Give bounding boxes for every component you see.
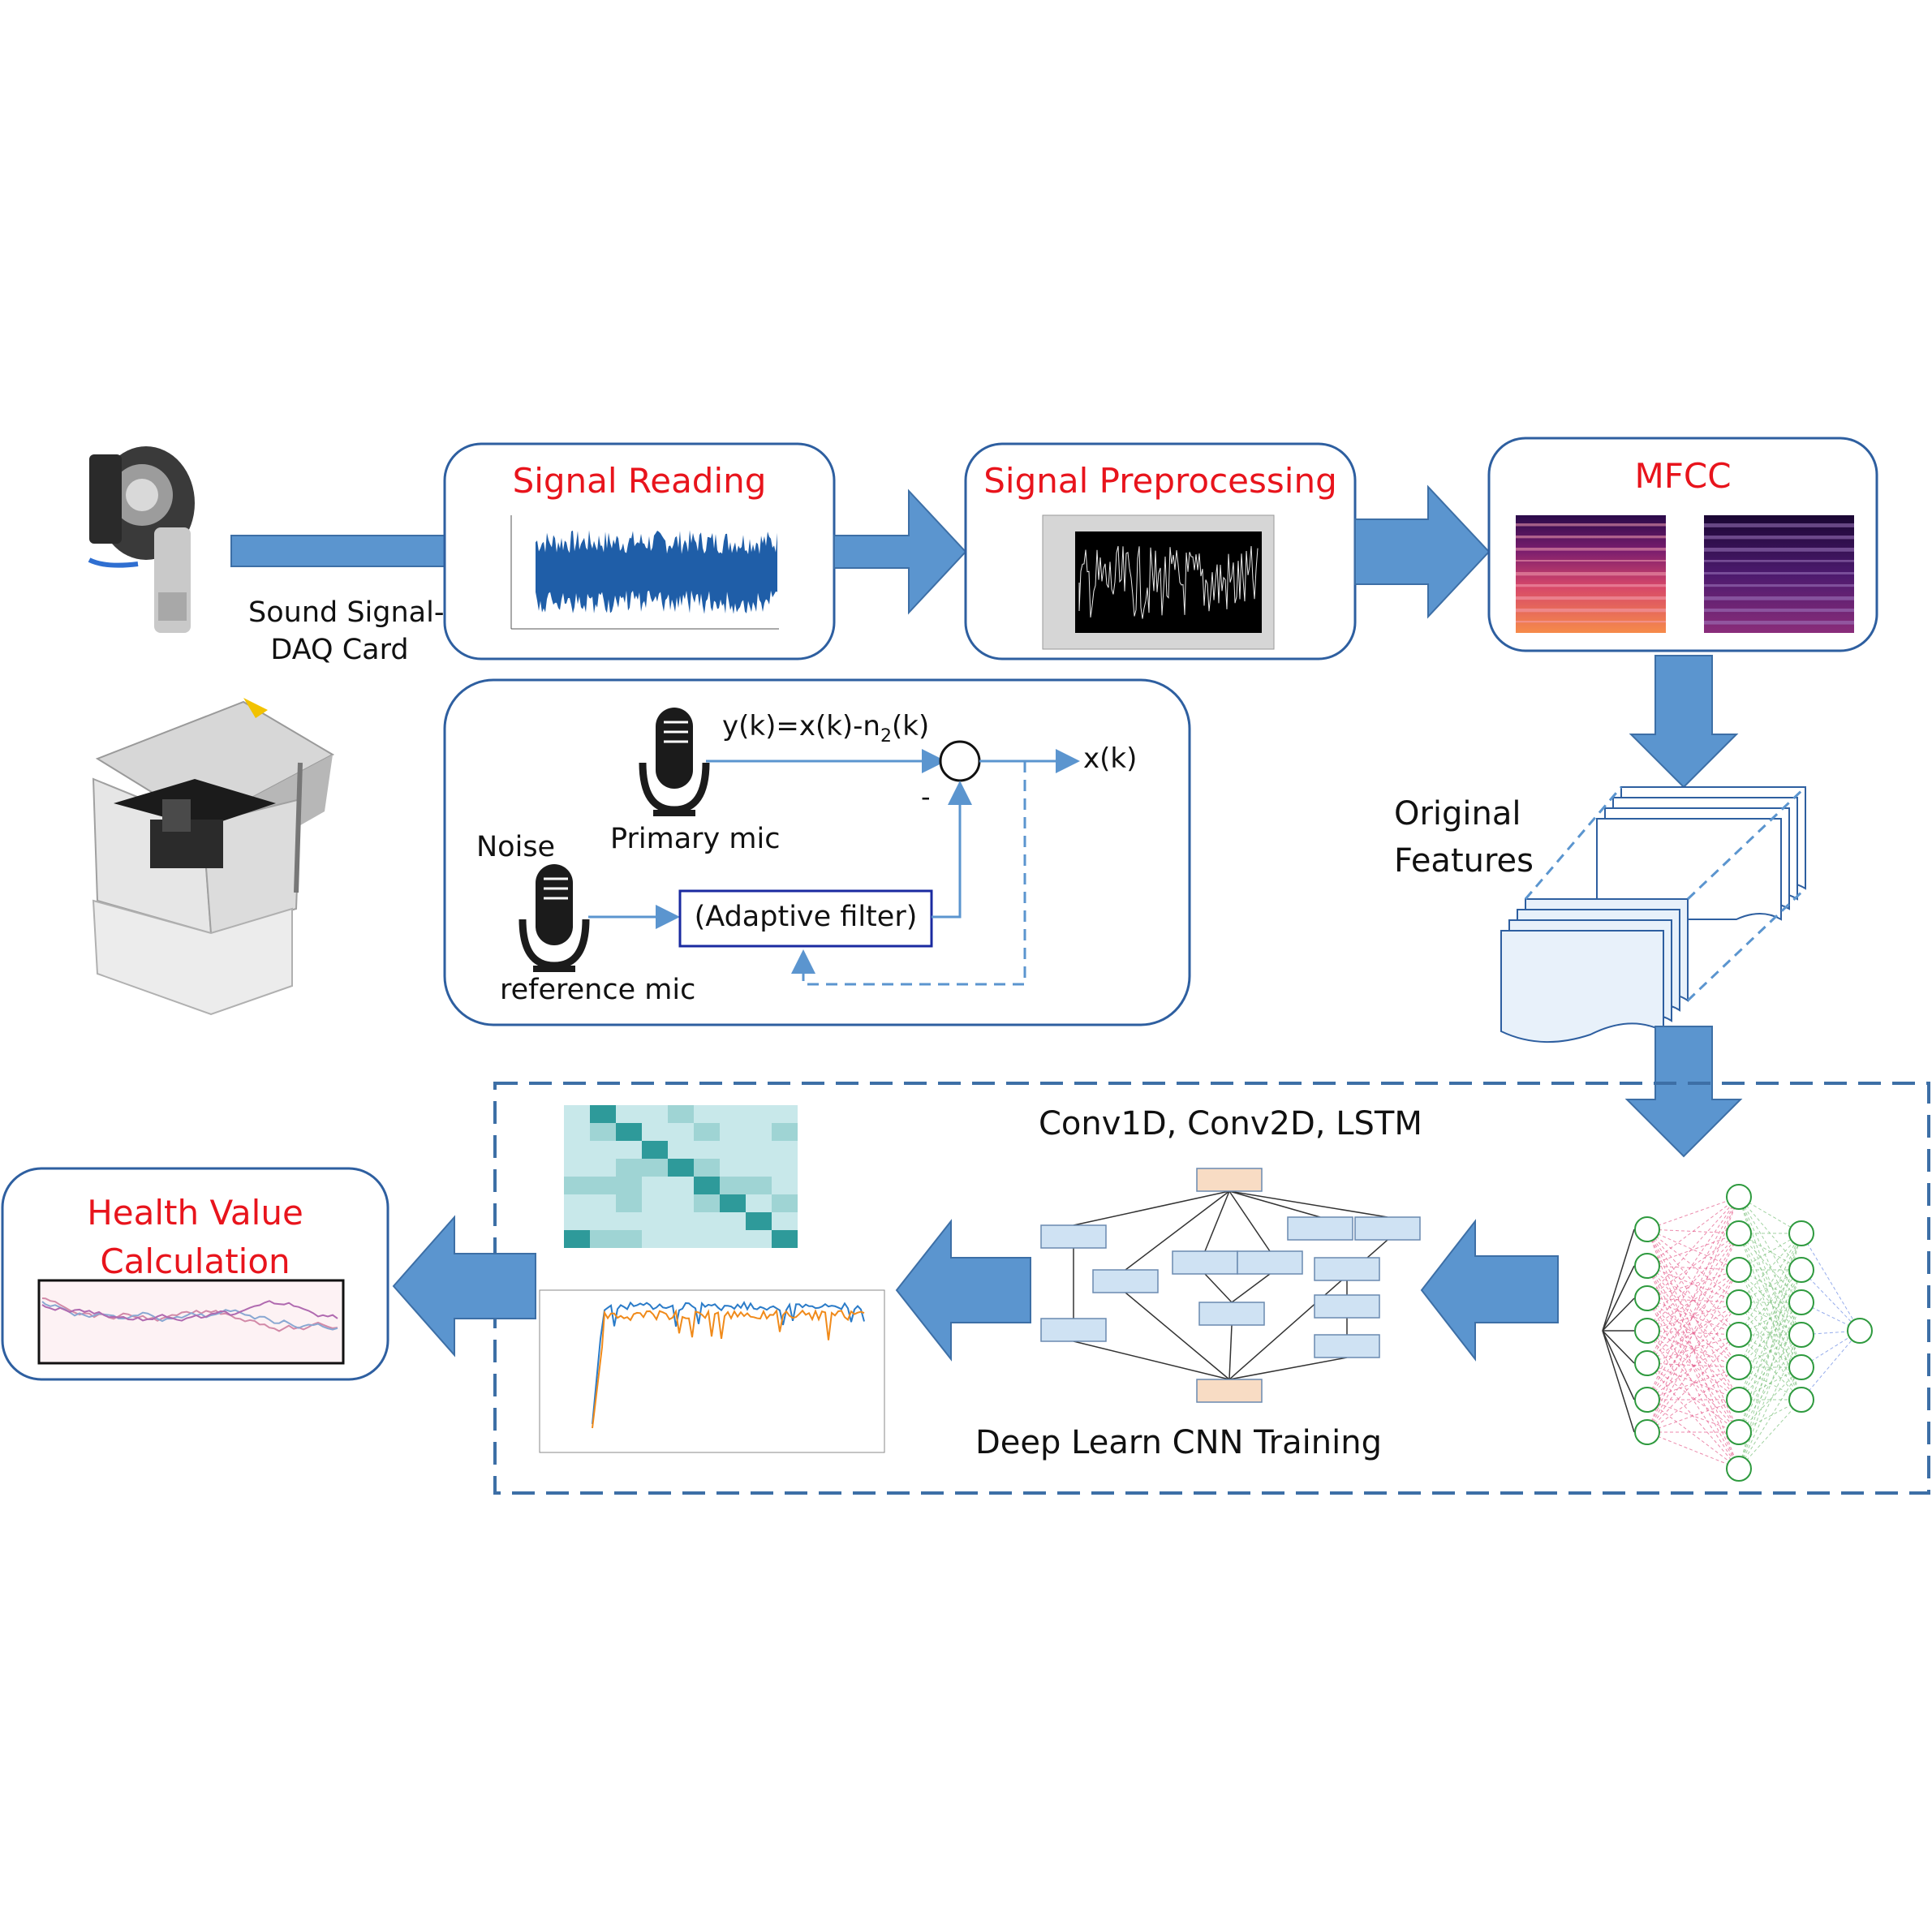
output-label: x(k): [1083, 742, 1138, 775]
noise-label: Noise: [476, 831, 556, 863]
arrow-nn-to-inception: [1420, 1219, 1559, 1362]
summing-junction: [939, 740, 981, 782]
test-rig-photo: [92, 698, 335, 1016]
arrow-source-to-reading: [230, 535, 447, 567]
equation-label: y(k)=x(k)-n2(k): [722, 710, 930, 747]
neural-network-diagram: [1602, 1184, 1873, 1482]
health-chart: [37, 1279, 345, 1365]
arrow-reading-to-preprocessing: [833, 488, 967, 615]
reference-mic-label: reference mic: [500, 974, 696, 1006]
training-caption: Deep Learn CNN Training: [975, 1424, 1382, 1461]
models-label: Conv1D, Conv2D, LSTM: [1039, 1105, 1422, 1142]
source-label: Sound Signal- DAQ Card: [248, 596, 445, 666]
adaptive-filter-box: [678, 889, 933, 948]
arrow-mfcc-to-features: [1629, 655, 1739, 789]
reference-mic-icon: [518, 864, 590, 972]
health-value-title: Health Value Calculation: [87, 1193, 303, 1281]
features-label: Original Features: [1394, 795, 1534, 880]
arrow-results-to-health: [392, 1215, 536, 1358]
minus-sign: -: [921, 781, 931, 812]
signal-preprocessing-title: Signal Preprocessing: [983, 461, 1337, 501]
confusion-matrix: [564, 1105, 798, 1248]
mfcc-spectrograms: [1516, 515, 1854, 633]
original-features-stack: [1500, 785, 1807, 1043]
inception-block-diagram: [1040, 1168, 1421, 1403]
noise-cancel-box: [443, 678, 1191, 1026]
primary-mic-label: Primary mic: [610, 823, 781, 855]
primary-mic-icon: [639, 708, 710, 816]
signal-reading-plot: [510, 515, 779, 630]
arrow-inception-to-results: [895, 1219, 1031, 1362]
signal-reading-title: Signal Reading: [512, 461, 767, 501]
accuracy-chart: [539, 1289, 885, 1453]
preprocessing-plot: [1042, 514, 1275, 650]
mfcc-title: MFCC: [1634, 456, 1732, 496]
adaptive-filter-label: (Adaptive filter): [694, 901, 918, 933]
arrow-features-to-nn: [1624, 1026, 1743, 1158]
motor-photo: [88, 446, 195, 633]
arrow-preprocessing-to-mfcc: [1354, 484, 1491, 619]
